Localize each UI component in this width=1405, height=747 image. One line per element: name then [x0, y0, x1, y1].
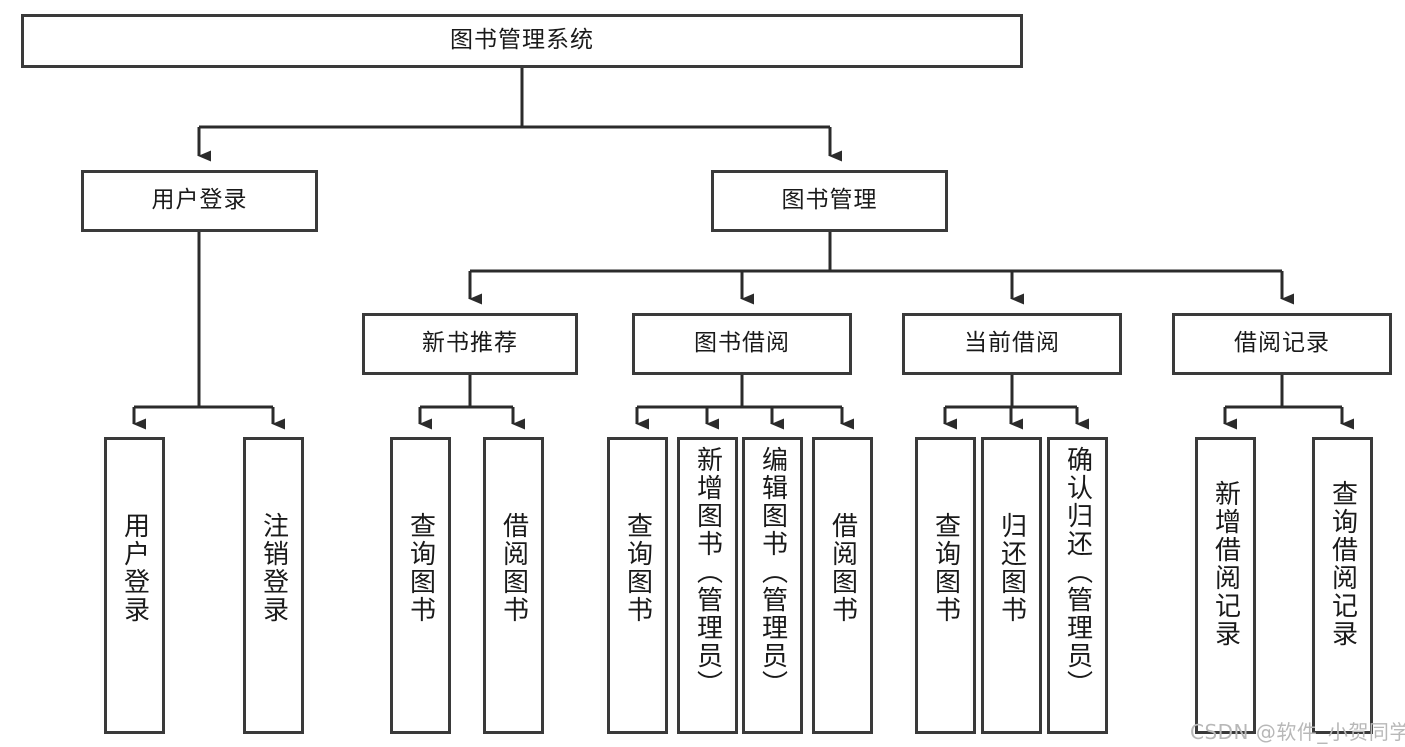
- node-leaf-edit-book-label: 编辑图书（管理员）: [757, 446, 788, 698]
- node-new-book-rec[interactable]: 新书推荐: [362, 313, 578, 375]
- node-book-manage-label: 图书管理: [781, 187, 878, 214]
- node-leaf-user-login-label: 用户登录: [119, 512, 150, 624]
- node-leaf-borrow-book-1[interactable]: 借阅图书: [483, 437, 544, 734]
- node-borrow-record-label: 借阅记录: [1234, 330, 1330, 357]
- node-book-borrow[interactable]: 图书借阅: [632, 313, 852, 375]
- node-book-borrow-label: 图书借阅: [694, 330, 790, 357]
- node-leaf-query-book-2-label: 查询图书: [622, 512, 653, 624]
- node-leaf-query-book-2[interactable]: 查询图书: [607, 437, 668, 734]
- node-leaf-return-book-label: 归还图书: [996, 512, 1027, 624]
- node-leaf-borrow-book-1-label: 借阅图书: [498, 512, 529, 624]
- node-leaf-query-book-1[interactable]: 查询图书: [390, 437, 451, 734]
- node-leaf-logout[interactable]: 注销登录: [243, 437, 304, 734]
- node-root-label: 图书管理系统: [450, 27, 594, 54]
- node-leaf-query-record-label: 查询借阅记录: [1327, 480, 1358, 648]
- node-leaf-add-record[interactable]: 新增借阅记录: [1195, 437, 1256, 734]
- watermark: CSDN @软件_小贺同学: [1190, 720, 1405, 744]
- node-leaf-edit-book[interactable]: 编辑图书（管理员）: [742, 437, 803, 734]
- node-root[interactable]: 图书管理系统: [21, 14, 1023, 68]
- node-book-manage[interactable]: 图书管理: [711, 170, 948, 232]
- node-user-login[interactable]: 用户登录: [81, 170, 318, 232]
- node-leaf-query-book-3-label: 查询图书: [930, 512, 961, 624]
- node-leaf-logout-label: 注销登录: [258, 512, 289, 624]
- node-borrow-record[interactable]: 借阅记录: [1172, 313, 1392, 375]
- node-leaf-add-book[interactable]: 新增图书（管理员）: [677, 437, 738, 734]
- node-leaf-confirm-return-label: 确认归还（管理员）: [1062, 446, 1093, 698]
- node-new-book-rec-label: 新书推荐: [422, 330, 518, 357]
- node-current-borrow[interactable]: 当前借阅: [902, 313, 1122, 375]
- node-leaf-confirm-return[interactable]: 确认归还（管理员）: [1047, 437, 1108, 734]
- node-user-login-label: 用户登录: [151, 187, 248, 214]
- node-current-borrow-label: 当前借阅: [964, 330, 1060, 357]
- node-leaf-return-book[interactable]: 归还图书: [981, 437, 1042, 734]
- node-leaf-query-book-3[interactable]: 查询图书: [915, 437, 976, 734]
- node-leaf-add-book-label: 新增图书（管理员）: [692, 446, 723, 698]
- node-leaf-user-login[interactable]: 用户登录: [104, 437, 165, 734]
- node-leaf-query-book-1-label: 查询图书: [405, 512, 436, 624]
- node-leaf-add-record-label: 新增借阅记录: [1210, 480, 1241, 648]
- node-leaf-borrow-book-2-label: 借阅图书: [827, 512, 858, 624]
- node-leaf-query-record[interactable]: 查询借阅记录: [1312, 437, 1373, 734]
- node-leaf-borrow-book-2[interactable]: 借阅图书: [812, 437, 873, 734]
